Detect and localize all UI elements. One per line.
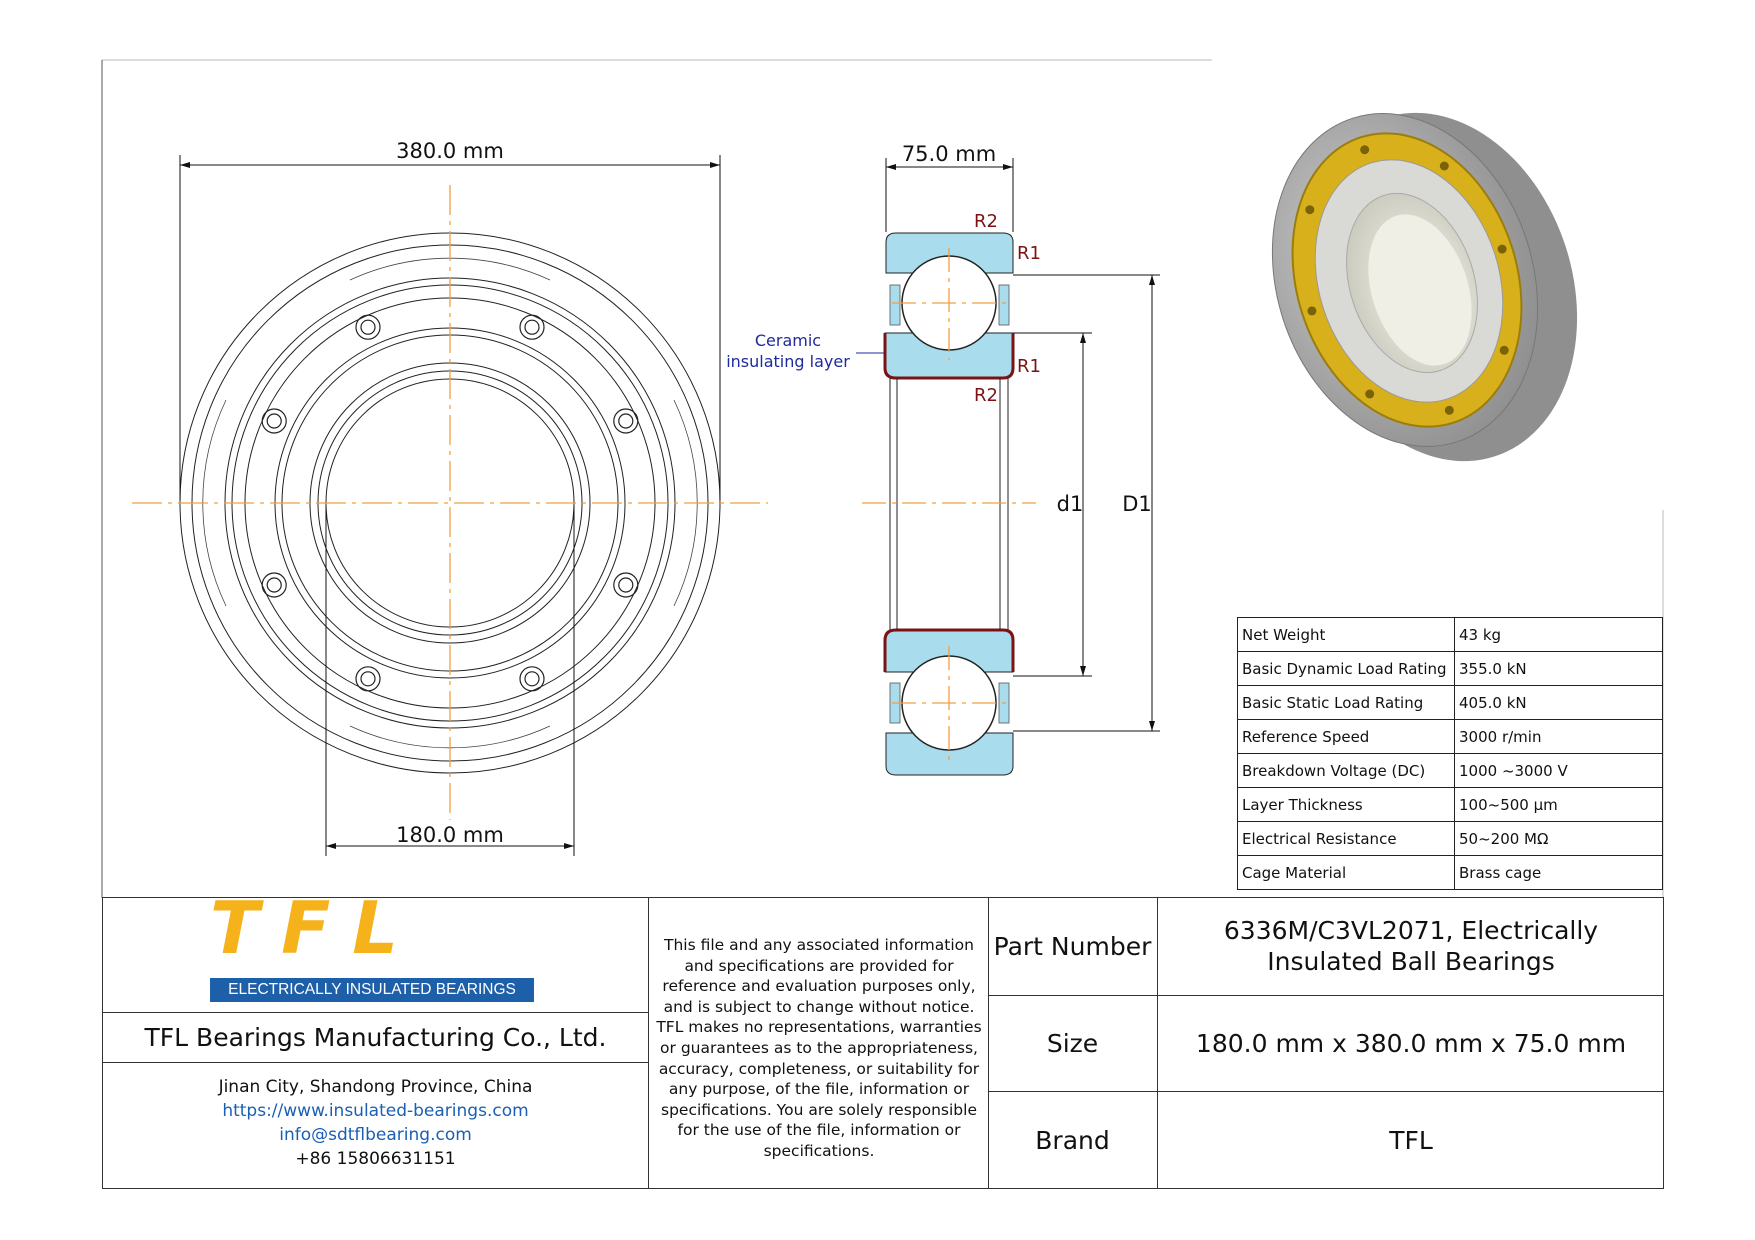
width-dimension <box>885 158 1014 232</box>
radius-r1-bottom-label: R1 <box>1017 356 1041 377</box>
title-block <box>102 897 1664 1189</box>
front-centerlines <box>132 185 768 820</box>
spec-label: Basic Dynamic Load Rating <box>1237 651 1455 686</box>
spec-row: Breakdown Voltage (DC)1000 ~3000 V <box>1237 753 1663 788</box>
rivet <box>519 314 545 340</box>
cage-rivet-hole <box>1444 405 1454 415</box>
spec-value: Brass cage <box>1454 855 1663 890</box>
rivet <box>613 572 639 598</box>
ceramic-label-line2: insulating layer <box>726 352 850 371</box>
insulation-layer-bottom <box>883 628 1015 672</box>
spec-value: 3000 r/min <box>1454 719 1663 754</box>
bearing-3d-render <box>1271 112 1578 462</box>
spec-label: Basic Static Load Rating <box>1237 685 1455 720</box>
outer-diameter-label: 380.0 mm <box>396 139 504 163</box>
rivet <box>524 671 540 687</box>
rivet <box>360 319 376 335</box>
spec-value: 1000 ~3000 V <box>1454 753 1663 788</box>
cage-rivet-hole <box>1360 145 1370 155</box>
outer-diameter-dimension <box>179 155 721 500</box>
rivet <box>261 572 287 598</box>
company-logo: TFL <box>210 886 421 970</box>
cage-rivet-hole <box>1307 306 1317 316</box>
company-section <box>102 897 649 1189</box>
spec-label: Cage Material <box>1237 855 1455 890</box>
cage-rivet-hole <box>1365 389 1375 399</box>
outer-ring-bottom <box>885 732 1014 776</box>
d1-label: d1 <box>1057 492 1084 516</box>
spec-label: Electrical Resistance <box>1237 821 1455 856</box>
cage-rivet-hole <box>1305 205 1315 215</box>
brand-value: TFL <box>1389 1126 1433 1155</box>
company-name: TFL Bearings Manufacturing Co., Ltd. <box>144 1023 607 1052</box>
spec-label: Breakdown Voltage (DC) <box>1237 753 1455 788</box>
rivet <box>613 408 639 434</box>
cage-rivet-hole <box>1439 161 1449 171</box>
contact-info: Jinan City, Shandong Province, China htt… <box>102 1075 649 1171</box>
rivet <box>618 413 634 429</box>
spec-value: 100~500 µm <box>1454 787 1663 822</box>
section-centerlines <box>862 248 1036 760</box>
rivet <box>266 577 282 593</box>
cage-rivet-holes <box>1305 145 1509 415</box>
cage-rivet-hole <box>1499 345 1509 355</box>
radius-r2-bottom-label: R2 <box>974 385 998 406</box>
D1-dimension <box>1013 274 1160 732</box>
bore-edge <box>317 370 583 636</box>
rivet <box>261 408 287 434</box>
email-link[interactable]: info@sdtflbearing.com <box>279 1125 472 1145</box>
spec-value: 355.0 kN <box>1454 651 1663 686</box>
logo-tagline: ELECTRICALLY INSULATED BEARINGS <box>210 978 534 1002</box>
radius-r2-top-label: R2 <box>974 211 998 232</box>
size-value: 180.0 mm x 380.0 mm x 75.0 mm <box>1195 1029 1627 1058</box>
rivet <box>355 666 381 692</box>
spec-value: 43 kg <box>1454 617 1663 652</box>
rivet <box>355 314 381 340</box>
size-label: Size <box>1046 1029 1099 1058</box>
cage-rivet-hole <box>1497 244 1507 254</box>
spec-label: Layer Thickness <box>1237 787 1455 822</box>
inner-diameter-dimension <box>325 505 575 856</box>
spec-value: 405.0 kN <box>1454 685 1663 720</box>
rivet <box>519 666 545 692</box>
D1-label: D1 <box>1122 492 1152 516</box>
part-number-value: 6336M/C3VL2071, Electrically Insulated B… <box>1223 916 1599 976</box>
d1-dimension <box>1013 332 1092 677</box>
rivet <box>618 577 634 593</box>
spec-value: 50~200 MΩ <box>1454 821 1663 856</box>
brand-label: Brand <box>1035 1126 1110 1155</box>
cage-rivets <box>261 314 639 692</box>
part-number-label: Part Number <box>993 931 1152 961</box>
company-address: Jinan City, Shandong Province, China <box>218 1077 533 1097</box>
width-label: 75.0 mm <box>902 142 996 166</box>
inner-diameter-label: 180.0 mm <box>396 823 504 847</box>
website-link[interactable]: https://www.insulated-bearings.com <box>222 1101 529 1121</box>
rivet <box>266 413 282 429</box>
disclaimer-text: This file and any associated information… <box>656 936 982 1160</box>
spec-label: Net Weight <box>1237 617 1455 652</box>
insulation-layer-top <box>883 333 1015 380</box>
phone-number: +86 15806631151 <box>295 1149 456 1169</box>
ceramic-label-line1: Ceramic <box>755 331 821 350</box>
rivet <box>524 319 540 335</box>
spec-label: Reference Speed <box>1237 719 1455 754</box>
radius-r1-top-label: R1 <box>1017 243 1041 264</box>
rivet <box>360 671 376 687</box>
